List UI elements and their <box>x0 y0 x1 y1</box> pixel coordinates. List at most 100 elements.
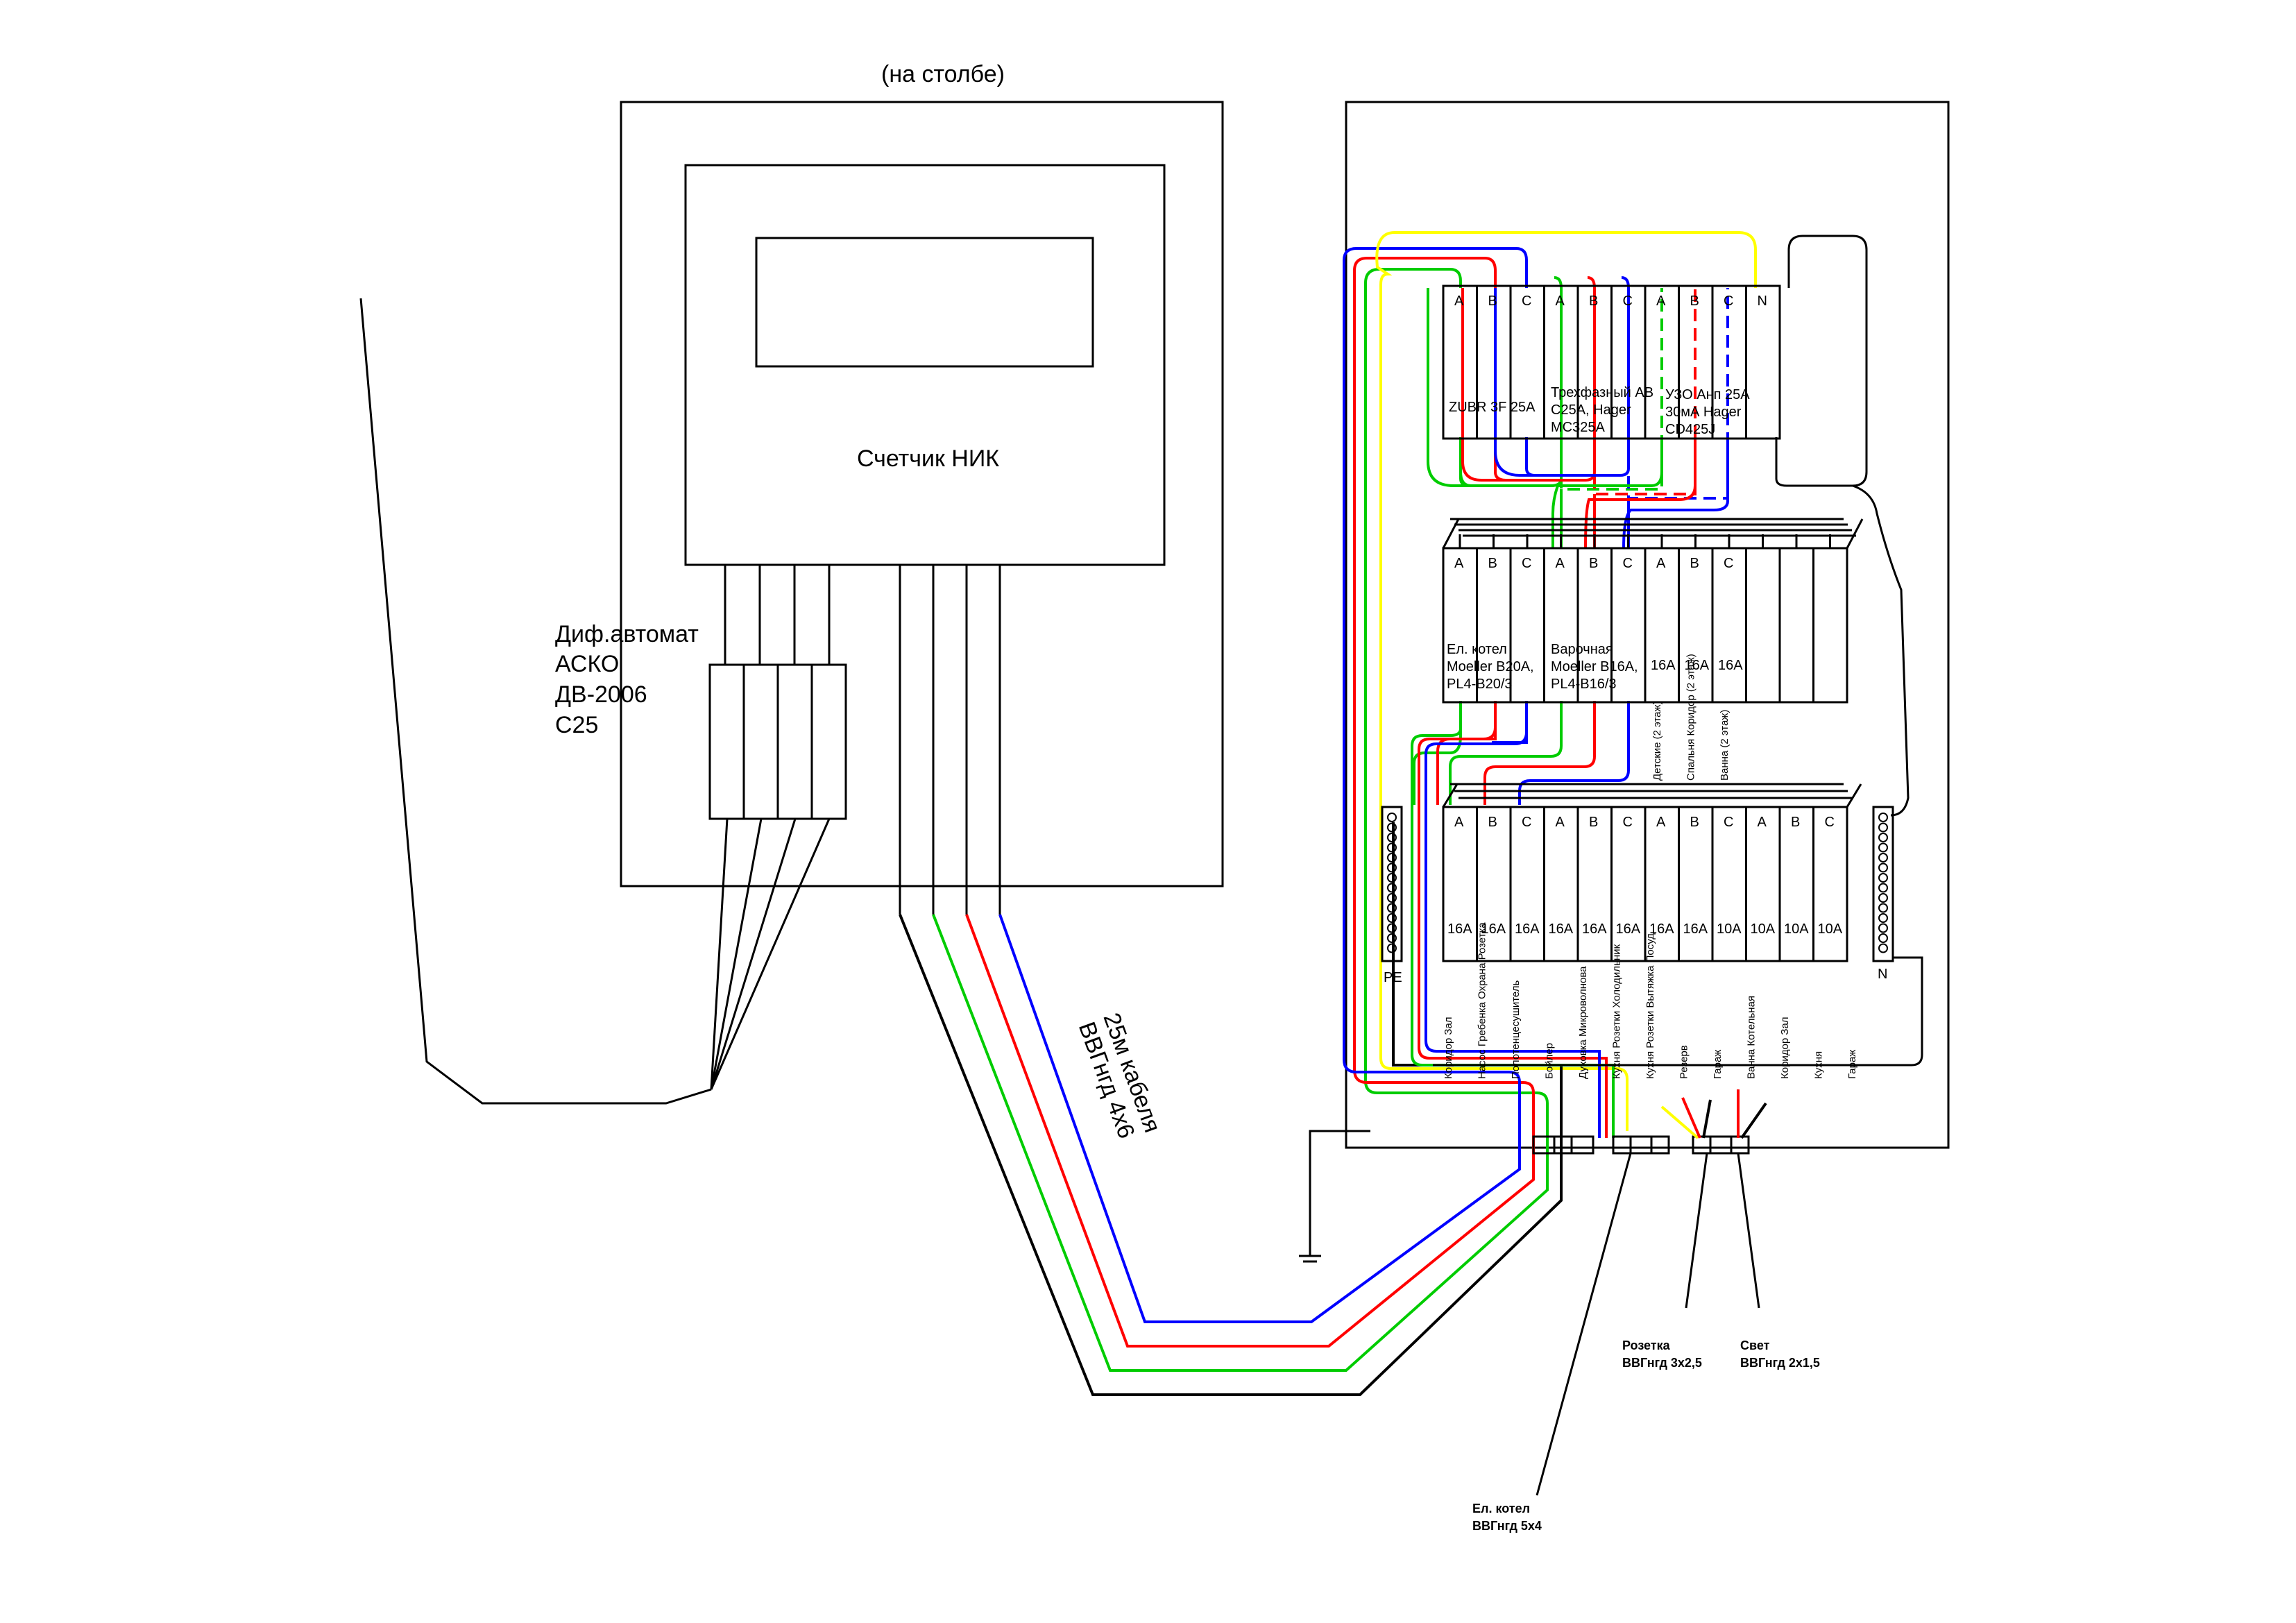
zubr-to-ab-b <box>1494 276 1596 482</box>
threephase-label-3: MC325A <box>1551 420 1605 435</box>
bottom_row-pole-label: B <box>1488 815 1497 830</box>
middle_row-pole-label: B <box>1589 556 1598 571</box>
bottom-circuit-label: Кухня Розетки Вытяжка Посуд <box>1644 933 1656 1079</box>
pe-bus-terminal <box>1387 883 1397 893</box>
n-bus-terminal <box>1878 943 1888 953</box>
diff-breaker-line-2: АСКО <box>555 651 619 677</box>
cooktop-breaker-label-3: PL4-B16/3 <box>1551 677 1617 692</box>
n-bus-terminal <box>1878 813 1888 822</box>
pe-bus-terminal <box>1387 873 1397 883</box>
middle_row-pole-label: A <box>1454 556 1464 571</box>
middle_row-pole-label: B <box>1488 556 1497 571</box>
bottom-rating-label: 10A <box>1818 921 1843 937</box>
light-cable <box>1737 1153 1760 1309</box>
pe-bus-terminal <box>1387 923 1397 933</box>
top_row-pole-label: N <box>1758 294 1767 309</box>
ab-to-uzo-b <box>1593 288 1697 495</box>
bottom_row-pole-label: B <box>1791 815 1800 830</box>
boiler-out-c <box>1425 701 1601 1138</box>
light-wire-k <box>1740 1102 1767 1139</box>
zubr-out-c <box>1494 288 1617 477</box>
ground-icon <box>1299 1130 1370 1263</box>
panel-feed-a <box>1364 268 1549 1131</box>
top_row-pole-label: B <box>1690 294 1699 309</box>
bottom_row-pole-label: A <box>1556 815 1565 830</box>
boiler-breaker-label-3: PL4-B20/3 <box>1447 677 1513 692</box>
top_row-pole-label: B <box>1488 294 1497 309</box>
bottom-rating-label: 16A <box>1649 921 1674 937</box>
boiler-out-a <box>1411 701 1615 1138</box>
bottom_row-pole-label: C <box>1623 815 1633 830</box>
bottom_row-pole-label: C <box>1522 815 1531 830</box>
bottom-circuit-label: Бойлер <box>1544 1043 1556 1079</box>
main-cable-core-a <box>932 914 1549 1372</box>
pe-bus-terminal <box>1387 933 1397 943</box>
meter-output-wires <box>899 565 1001 915</box>
socket-wire-y <box>1660 1105 1699 1139</box>
middle-rating-label: 16A <box>1651 658 1676 673</box>
middle_row-pole-label: C <box>1623 556 1633 571</box>
pe-bus-terminal <box>1387 813 1397 822</box>
zubr-label: ZUBR 3F 25A <box>1449 400 1536 415</box>
light-cable-label-2: ВВГнгд 2х1,5 <box>1740 1356 1820 1370</box>
bottom_row-pole-label: A <box>1656 815 1666 830</box>
pe-bus-terminal <box>1387 833 1397 842</box>
n-bus-terminal <box>1878 883 1888 893</box>
middle_row-pole-label: A <box>1556 556 1565 571</box>
mid-to-bottom-c <box>1492 701 1528 744</box>
top_row-pole-label: A <box>1454 294 1464 309</box>
bottom_row-pole-label: A <box>1454 815 1464 830</box>
panel-enclosure <box>1345 101 1950 1149</box>
bottom-rating-label: 16A <box>1683 921 1708 937</box>
n-bus-terminal <box>1878 933 1888 943</box>
pe-bus-terminal <box>1387 842 1397 853</box>
middle-rating-label: 16A <box>1718 658 1743 673</box>
bottom-rating-label: 10A <box>1784 921 1809 937</box>
top_row-pole-label: A <box>1656 294 1666 309</box>
uzo-to-middle-a <box>1551 437 1663 548</box>
panel-feed-b <box>1353 257 1535 1124</box>
mid2-to-bottom-b <box>1483 701 1596 805</box>
uzo-to-middle-b <box>1584 437 1697 549</box>
pe-bus-terminal <box>1387 943 1397 953</box>
ab-to-uzo-c <box>1627 288 1729 500</box>
bottom-circuit-label: Полотенцесушитель <box>1510 980 1522 1079</box>
n-bus-terminal <box>1878 913 1888 923</box>
zubr-to-ab-c <box>1525 276 1630 477</box>
neutral-right <box>1775 235 1868 487</box>
pole-drop-wire <box>359 298 712 1105</box>
meter-input-wires <box>724 565 831 665</box>
pe-bus <box>1381 806 1403 962</box>
zubr-out-b <box>1461 288 1582 482</box>
main-cable-core-pe <box>899 914 1563 1396</box>
bottom-circuit-label: Ванна Котельная <box>1746 996 1758 1079</box>
n-bus-terminal <box>1878 923 1888 933</box>
neutral-right-2 <box>1852 484 1910 817</box>
middle_row-breaker-row <box>1442 547 1848 704</box>
meter-enclosure <box>620 101 1224 887</box>
panel-feed-c <box>1343 247 1528 1117</box>
n-bus-label: N <box>1878 967 1887 982</box>
boiler-out-b <box>1418 701 1608 1138</box>
bottom_row-pole-label: A <box>1758 815 1767 830</box>
middle_row-pole-label: B <box>1690 556 1699 571</box>
pe-bus-terminal <box>1387 893 1397 903</box>
bottom-circuit-label: Коридор Зал <box>1779 1017 1791 1079</box>
pole-caption: (на столбе) <box>881 61 1005 87</box>
n-bus-terminal <box>1878 863 1888 873</box>
main-cable-core-b <box>965 914 1535 1348</box>
socket-cable <box>1685 1153 1708 1309</box>
n-bus-terminal <box>1878 833 1888 842</box>
socket-cable-label-1: Розетка <box>1622 1339 1671 1352</box>
mid2-to-bottom-a <box>1449 701 1563 805</box>
ab-to-uzo-a <box>1560 288 1663 491</box>
bottom-circuit-label: Резерв <box>1678 1045 1690 1079</box>
n-bus-terminal <box>1878 853 1888 863</box>
bottom-circuit-label: Насос Гребенка Охрана Розетка <box>1477 922 1488 1079</box>
top_row-pole-label: B <box>1589 294 1598 309</box>
bottom-circuit-label: Духовка Микроволнова <box>1577 966 1589 1079</box>
uzo-label-3: CD425J <box>1665 422 1715 437</box>
meter-display <box>755 237 1094 368</box>
middle-busbar-comb <box>1442 518 1864 549</box>
bottom_row-pole-label: B <box>1589 815 1598 830</box>
